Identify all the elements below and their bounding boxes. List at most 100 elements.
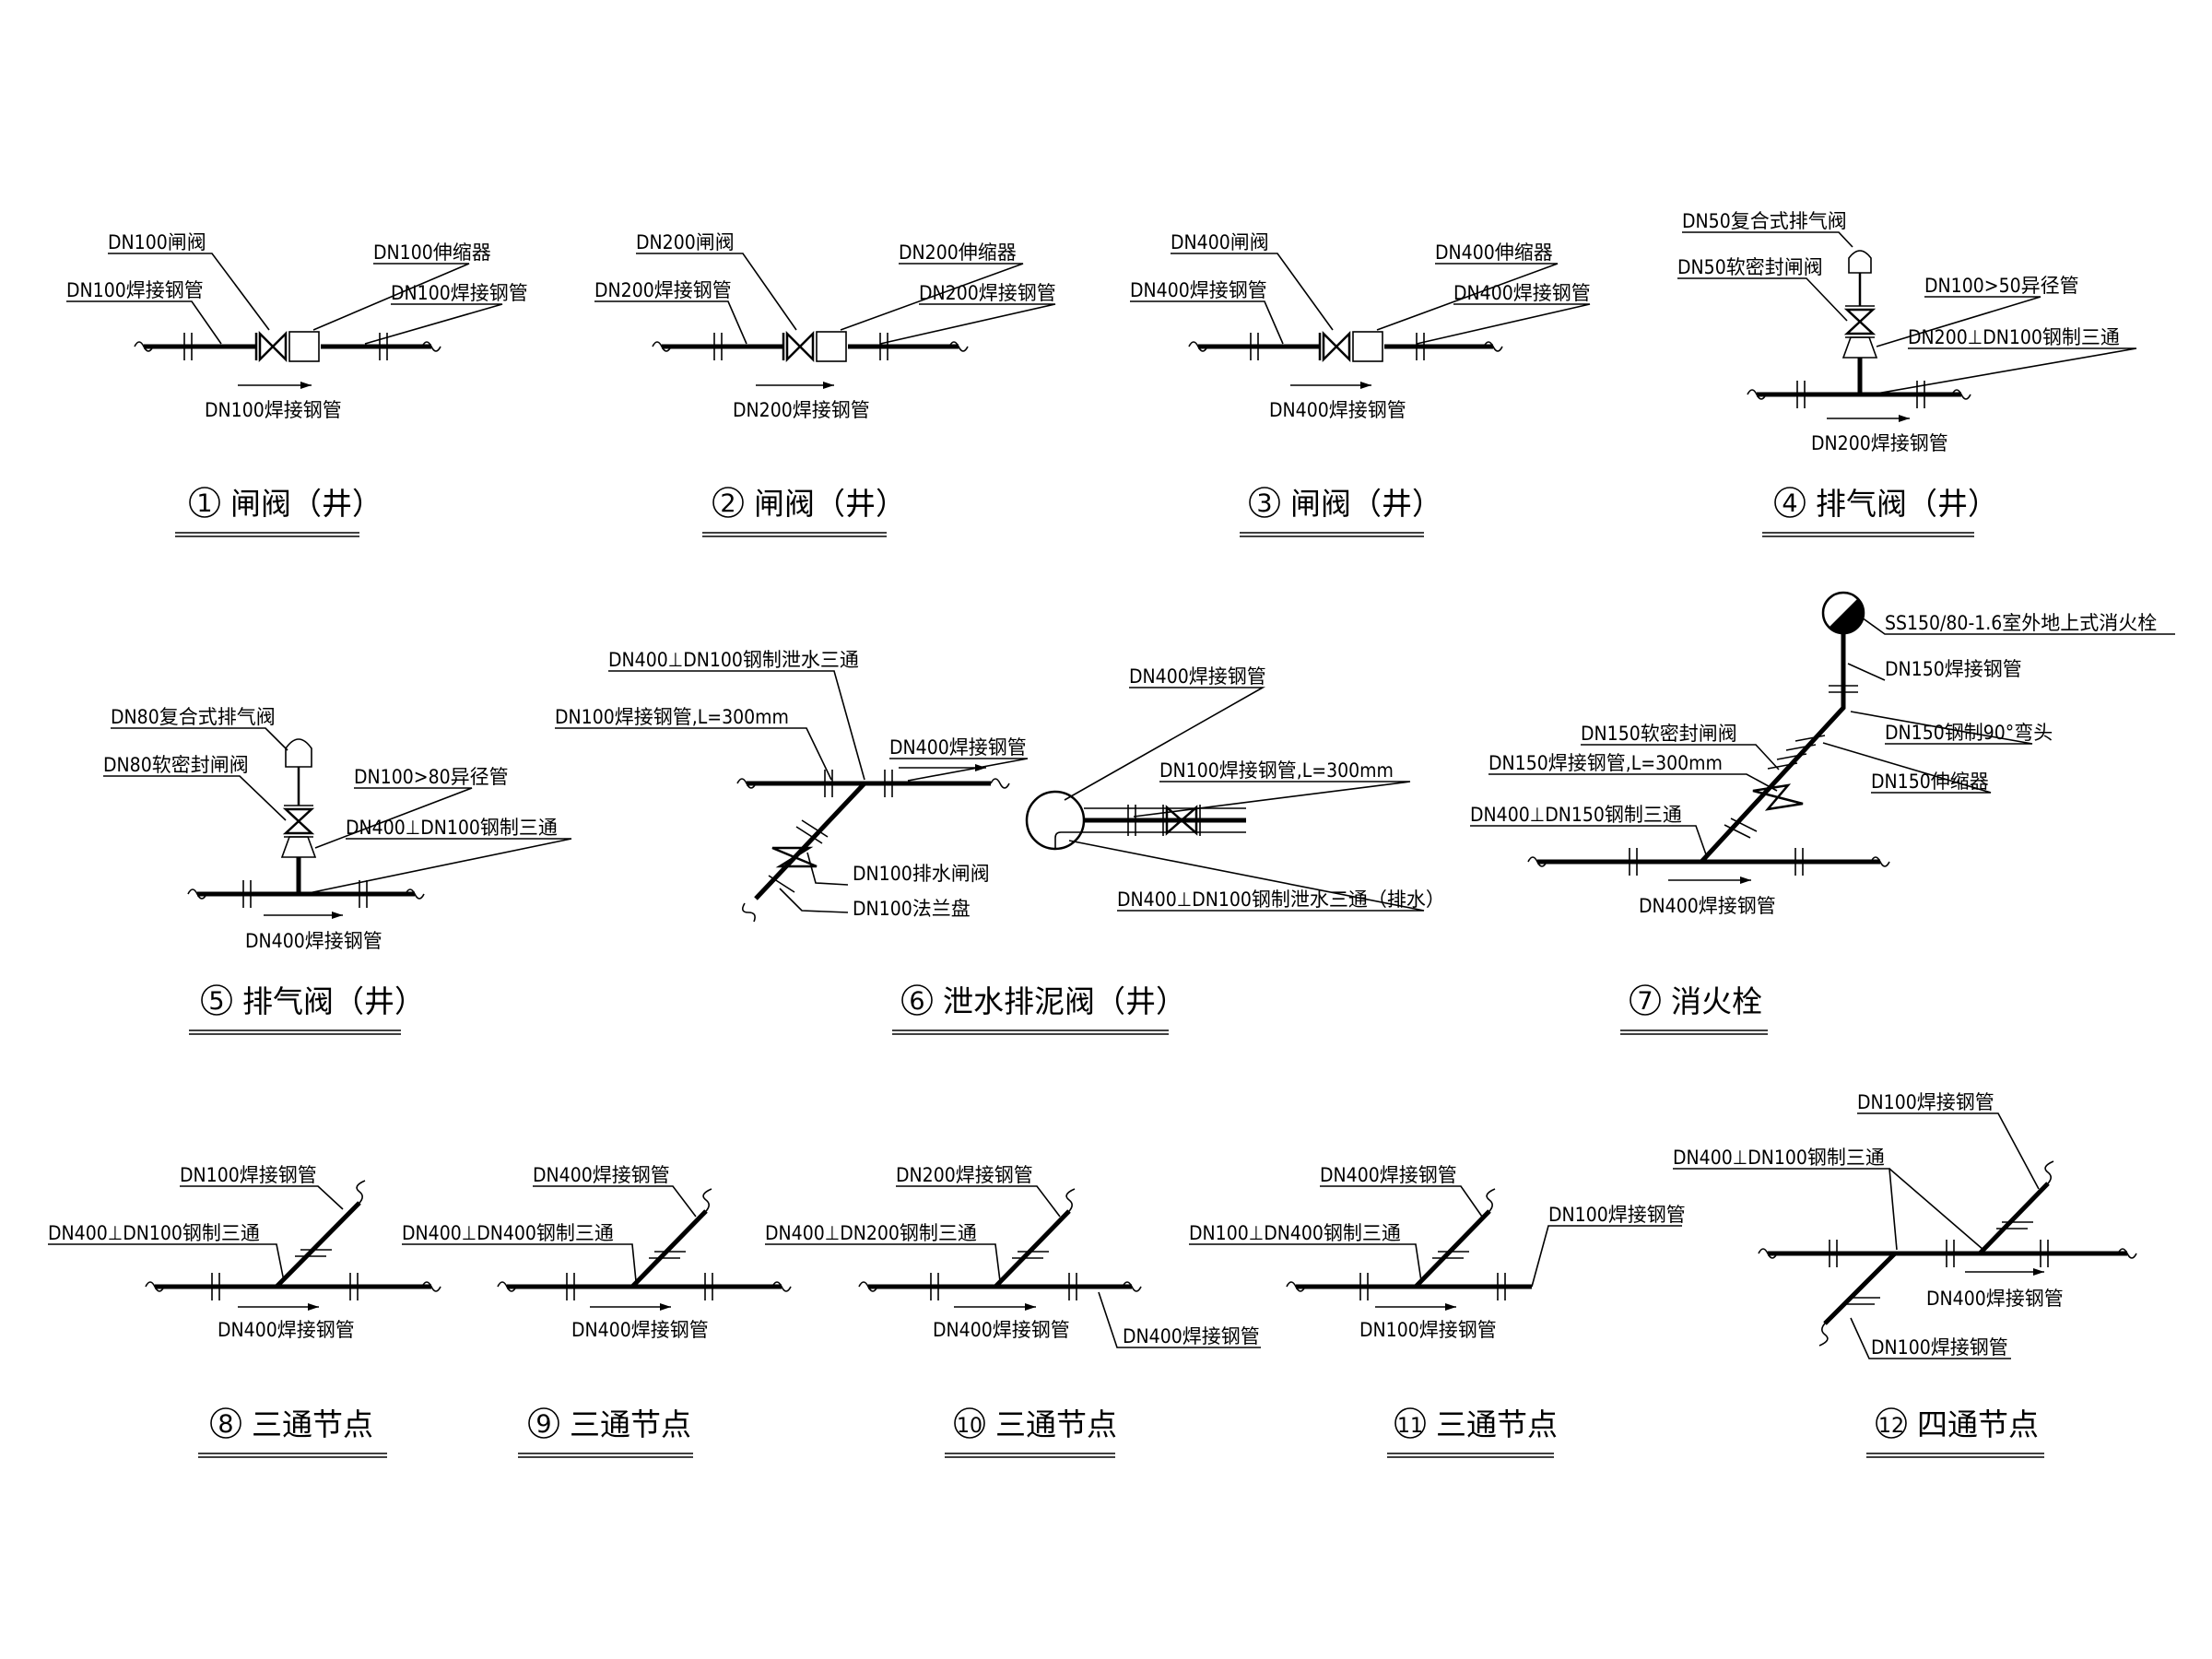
detail-7-label: DN150焊接钢管: [1885, 658, 2022, 680]
detail-7-title-text: 消火栓: [1671, 983, 1762, 1019]
detail-6-leaders: [555, 670, 1425, 913]
detail-2-leaders: [594, 253, 1056, 345]
detail-7-title: 7 消火栓: [1620, 983, 1768, 1035]
detail-5-label: DN400焊接钢管: [245, 930, 382, 952]
detail-8-title: 8 三通节点: [198, 1406, 387, 1458]
detail-11-title-text: 三通节点: [1436, 1406, 1558, 1442]
detail-3-label: DN400伸缩器: [1435, 241, 1553, 264]
detail-12-title-text: 四通节点: [1917, 1406, 2039, 1442]
detail-8-title-text: 三通节点: [252, 1406, 373, 1442]
detail-8: DN100焊接钢管 DN400⊥DN100钢制三通 DN400焊接钢管 8 三通…: [48, 1164, 441, 1458]
detail-4-label: DN200焊接钢管: [1811, 432, 1948, 454]
detail-2-label: DN200焊接钢管: [919, 282, 1056, 304]
detail-7-label: DN150伸缩器: [1871, 771, 1989, 793]
detail-6-label: DN100焊接钢管,L=300mm: [555, 706, 789, 728]
detail-3-title: 3 闸阀（井）: [1240, 486, 1442, 537]
detail-5-label: DN80软密封闸阀: [103, 754, 249, 776]
detail-7-label: DN400焊接钢管: [1639, 895, 1776, 917]
detail-6-label: DN100法兰盘: [853, 898, 971, 920]
detail-2-label: DN200伸缩器: [899, 241, 1017, 264]
detail-6-title: 6 泄水排泥阀（井）: [892, 983, 1186, 1035]
detail-4: DN50复合式排气阀 DN50软密封闸阀 DN100>50异径管 DN200⊥D…: [1677, 210, 2137, 537]
detail-8-drawing: [145, 1180, 441, 1311]
detail-1-label: DN100伸缩器: [373, 241, 491, 264]
detail-9-title-text: 三通节点: [570, 1406, 691, 1442]
detail-1-drawing: [134, 330, 441, 389]
detail-4-number: 4: [1782, 489, 1797, 518]
detail-4-drawing: [1747, 250, 1971, 422]
detail-1-number: 1: [196, 489, 212, 518]
detail-11-label: DN100⊥DN400钢制三通: [1189, 1222, 1401, 1244]
detail-2: DN200闸阀 DN200伸缩器 DN200焊接钢管 DN200焊接钢管 DN2…: [594, 231, 1056, 537]
detail-8-leaders: [48, 1185, 344, 1282]
detail-3-label: DN400焊接钢管: [1453, 282, 1591, 304]
detail-10-label: DN200焊接钢管: [896, 1164, 1033, 1186]
detail-10-leaders: [765, 1185, 1261, 1348]
detail-2-label: DN200闸阀: [636, 231, 735, 253]
detail-8-label: DN100焊接钢管: [180, 1164, 317, 1186]
detail-2-title: 2 闸阀（井）: [702, 486, 906, 537]
detail-7: SS150/80-1.6室外地上式消火栓 DN150焊接钢管 DN150钢制90…: [1470, 591, 2175, 1035]
detail-3-label: DN400焊接钢管: [1130, 279, 1267, 301]
detail-8-number: 8: [218, 1410, 233, 1439]
detail-1-label: DN100焊接钢管: [66, 279, 204, 301]
detail-6-label: DN100焊接钢管,L=300mm: [1159, 759, 1394, 782]
detail-12-title: 12 四通节点: [1866, 1406, 2044, 1458]
detail-6-label: DN100排水闸阀: [853, 863, 990, 885]
detail-2-drawing: [652, 330, 969, 389]
detail-7-label: DN150焊接钢管,L=300mm: [1488, 752, 1723, 774]
detail-1-title-text: 闸阀（井）: [230, 486, 382, 522]
detail-7-label: DN400⊥DN150钢制三通: [1470, 804, 1682, 826]
detail-9: DN400焊接钢管 DN400⊥DN400钢制三通 DN400焊接钢管 9 三通…: [402, 1164, 792, 1458]
detail-5-label: DN400⊥DN100钢制三通: [346, 817, 558, 839]
detail-9-drawing: [497, 1188, 792, 1311]
detail-10-label: DN400焊接钢管: [933, 1319, 1070, 1341]
detail-7-leaders: [1470, 617, 2175, 858]
detail-11-drawing: [1286, 1188, 1532, 1311]
detail-5-leaders: [103, 727, 572, 895]
detail-1-label: DN100焊接钢管: [205, 399, 342, 421]
detail-4-label: DN50复合式排气阀: [1682, 210, 1847, 232]
detail-10-label: DN400⊥DN200钢制三通: [765, 1222, 977, 1244]
detail-4-label: DN50软密封闸阀: [1677, 256, 1823, 278]
detail-10-drawing: [858, 1188, 1142, 1311]
detail-9-label: DN400焊接钢管: [571, 1319, 709, 1341]
detail-12-label: DN100焊接钢管: [1857, 1091, 1994, 1113]
detail-6-title-text: 泄水排泥阀（井）: [943, 983, 1186, 1019]
detail-4-leaders: [1677, 231, 2137, 395]
detail-6: DN400⊥DN100钢制泄水三通 DN100焊接钢管,L=300mm DN40…: [555, 649, 1445, 1035]
detail-2-label: DN200焊接钢管: [733, 399, 870, 421]
detail-12-label: DN400⊥DN100钢制三通: [1673, 1147, 1885, 1169]
detail-5-label: DN100>80异径管: [354, 766, 509, 788]
detail-11-leaders: [1189, 1185, 1682, 1288]
detail-5-label: DN80复合式排气阀: [111, 706, 276, 728]
detail-9-label: DN400焊接钢管: [533, 1164, 670, 1186]
detail-2-number: 2: [720, 489, 735, 518]
detail-7-label: DN150软密封闸阀: [1581, 723, 1737, 745]
detail-7-label: DN150钢制90°弯头: [1885, 722, 2053, 744]
detail-10-number: 10: [957, 1415, 982, 1438]
detail-1-title: 1 闸阀（井）: [175, 486, 382, 537]
detail-4-title-text: 排气阀（井）: [1816, 486, 1998, 522]
detail-11: DN400焊接钢管 DN100⊥DN400钢制三通 DN100焊接钢管 DN10…: [1189, 1164, 1686, 1458]
detail-8-label: DN400⊥DN100钢制三通: [48, 1222, 260, 1244]
detail-10: DN200焊接钢管 DN400⊥DN200钢制三通 DN400焊接钢管 DN40…: [765, 1164, 1261, 1458]
detail-2-label: DN200焊接钢管: [594, 279, 732, 301]
detail-6-label: DN400焊接钢管: [889, 736, 1027, 759]
detail-12-leaders: [1673, 1112, 2040, 1359]
detail-7-drawing: [1527, 591, 1890, 884]
detail-7-number: 7: [1637, 987, 1653, 1016]
detail-10-title-text: 三通节点: [995, 1406, 1117, 1442]
detail-7-label: SS150/80-1.6室外地上式消火栓: [1885, 612, 2157, 634]
detail-11-title: 11 三通节点: [1387, 1406, 1558, 1458]
detail-11-label: DN100焊接钢管: [1359, 1319, 1497, 1341]
detail-4-title: 4 排气阀（井）: [1762, 486, 1998, 537]
detail-9-number: 9: [535, 1410, 551, 1439]
detail-2-title-text: 闸阀（井）: [754, 486, 906, 522]
detail-12-label: DN100焊接钢管: [1871, 1336, 2008, 1359]
detail-11-label: DN100焊接钢管: [1548, 1204, 1686, 1226]
detail-3-label: DN400闸阀: [1171, 231, 1269, 253]
detail-3-title-text: 闸阀（井）: [1290, 486, 1442, 522]
detail-11-label: DN400焊接钢管: [1320, 1164, 1457, 1186]
